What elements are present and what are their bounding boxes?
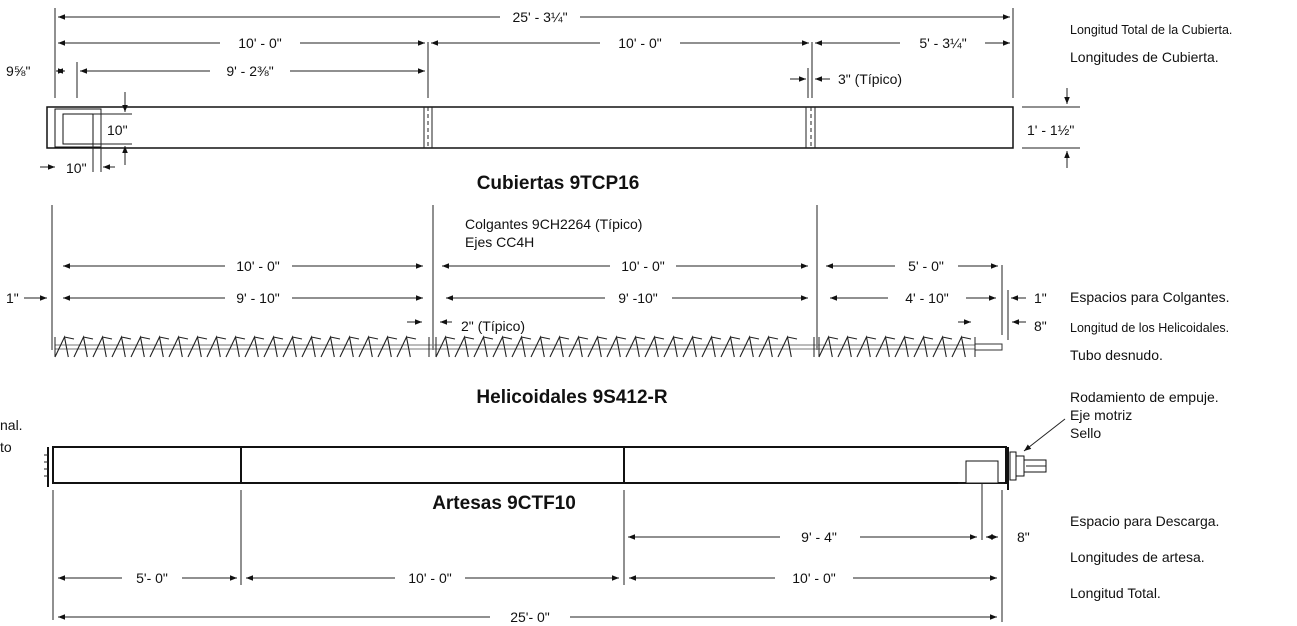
cover-sec1-dim: 10' - 0" [238,35,281,51]
screw-flight [818,335,839,358]
hangers-note: Colgantes 9CH2264 (Típico) [465,216,642,232]
screw-title: Helicoidales 9S412-R [476,387,667,408]
screw-flight [73,335,94,358]
bare-tube-dim: 8" [1034,318,1047,334]
cover-sec2-dim: 10' - 0" [618,35,661,51]
cover-total-dim: 25' - 3¼" [512,9,567,25]
screw-flight [837,335,858,358]
screw-note-flights: Longitud de los Helicoidales. [1070,321,1229,335]
screw-flight [739,335,760,358]
screw-flight [54,335,75,358]
trough-note-discharge: Espacio para Descarga. [1070,513,1219,529]
screw-flight [454,335,475,358]
discharge-pos-dim: 9' - 4" [801,529,837,545]
trough-title: Artesas 9CTF10 [432,493,576,514]
screw-flight [606,335,627,358]
cover-body [46,106,1014,149]
screw-flight [244,335,265,358]
screw-flight [875,335,896,358]
flight2-dim: 9' -10" [618,290,658,306]
screw-flight [644,335,665,358]
screw-flight [511,335,532,358]
screw-flight [435,335,456,358]
screw-flight [758,335,779,358]
trough-sec3-dim: 10' - 0" [792,570,835,586]
flight1-dim: 9' - 10" [236,290,279,306]
cover-left-gap-dim: 9⅝" [6,63,30,79]
trough-left-note-1: nal. [0,417,23,433]
screw-flight [358,335,379,358]
screw-flight [339,335,360,358]
screw-flight [720,335,741,358]
screw-sec3-dim: 5' - 0" [908,258,944,274]
screw-flight [894,335,915,358]
screw-flight [187,335,208,358]
screw-right-gap-dim: 1" [1034,290,1047,306]
shafts-note: Ejes CC4H [465,234,534,250]
drive-end-assembly [1007,447,1047,490]
screw-flight [492,335,513,358]
cover-sec3-dim: 5' - 3¼" [919,35,966,51]
screw-flight [225,335,246,358]
screw-flight [913,335,934,358]
screw-sec1-dim: 10' - 0" [236,258,279,274]
screw-flight [473,335,494,358]
screw-note-hangers: Espacios para Colgantes. [1070,289,1230,305]
cover-note-lengths: Longitudes de Cubierta. [1070,49,1219,65]
trough-body [52,446,1007,484]
trough-note-total: Longitud Total. [1070,585,1161,601]
screw-flight [530,335,551,358]
thrust-bearing-label: Rodamiento de empuje. [1070,389,1219,405]
discharge-opening [965,460,999,484]
trough-section: nal. to Rodamiento de empuje. Eje motriz… [0,389,1219,625]
screw-left-gap-dim: 1" [6,290,19,306]
screw-flight [282,335,303,358]
screw-note-tube: Tubo desnudo. [1070,347,1163,363]
screw-flight [130,335,151,358]
screw-flight [549,335,570,358]
cover-typical-gap-dim: 3" (Típico) [838,71,902,87]
cover-first-len-dim: 9' - 2⅜" [226,63,273,79]
screw-flight [92,335,113,358]
trough-note-lengths: Longitudes de artesa. [1070,549,1205,565]
screw-flight [377,335,398,358]
screw-flight [932,335,953,358]
screw-flight [568,335,589,358]
flight3-dim: 4' - 10" [905,290,948,306]
screw-sec2-dim: 10' - 0" [621,258,664,274]
screw-flight [682,335,703,358]
screw-flight [701,335,722,358]
cover-height-dim: 1' - 1½" [1027,122,1074,138]
screw-body [54,335,1003,358]
trough-sec2-dim: 10' - 0" [408,570,451,586]
trough-total-dim: 25'- 0" [510,609,550,625]
cover-box-h-dim: 10" [107,122,128,138]
cover-section: 25' - 3¼" 10' - 0" 10' - 0" 5' - 3¼" 9⅝"… [6,8,1232,194]
screw-flight [149,335,170,358]
screw-typical-gap-dim: 2" (Típico) [461,318,525,334]
screw-flight [625,335,646,358]
screw-flight [663,335,684,358]
drive-shaft-label: Eje motriz [1070,407,1132,423]
screw-flight [396,335,417,358]
screw-flight [951,335,972,358]
screw-flight [856,335,877,358]
trough-sec1-dim: 5'- 0" [136,570,168,586]
cover-box-w-dim: 10" [66,160,87,176]
screw-flight [206,335,227,358]
screw-section: Colgantes 9CH2264 (Típico) Ejes CC4H 10'… [6,205,1230,408]
cover-title: Cubiertas 9TCP16 [477,173,640,194]
trough-left-note-2: to [0,439,12,455]
screw-flight [263,335,284,358]
cover-note-total: Longitud Total de la Cubierta. [1070,23,1232,37]
screw-flight [301,335,322,358]
seal-label: Sello [1070,425,1101,441]
screw-flight [320,335,341,358]
discharge-gap-dim: 8" [1017,529,1030,545]
screw-flight [777,335,798,358]
screw-flight [587,335,608,358]
screw-flight [111,335,132,358]
screw-flight [168,335,189,358]
